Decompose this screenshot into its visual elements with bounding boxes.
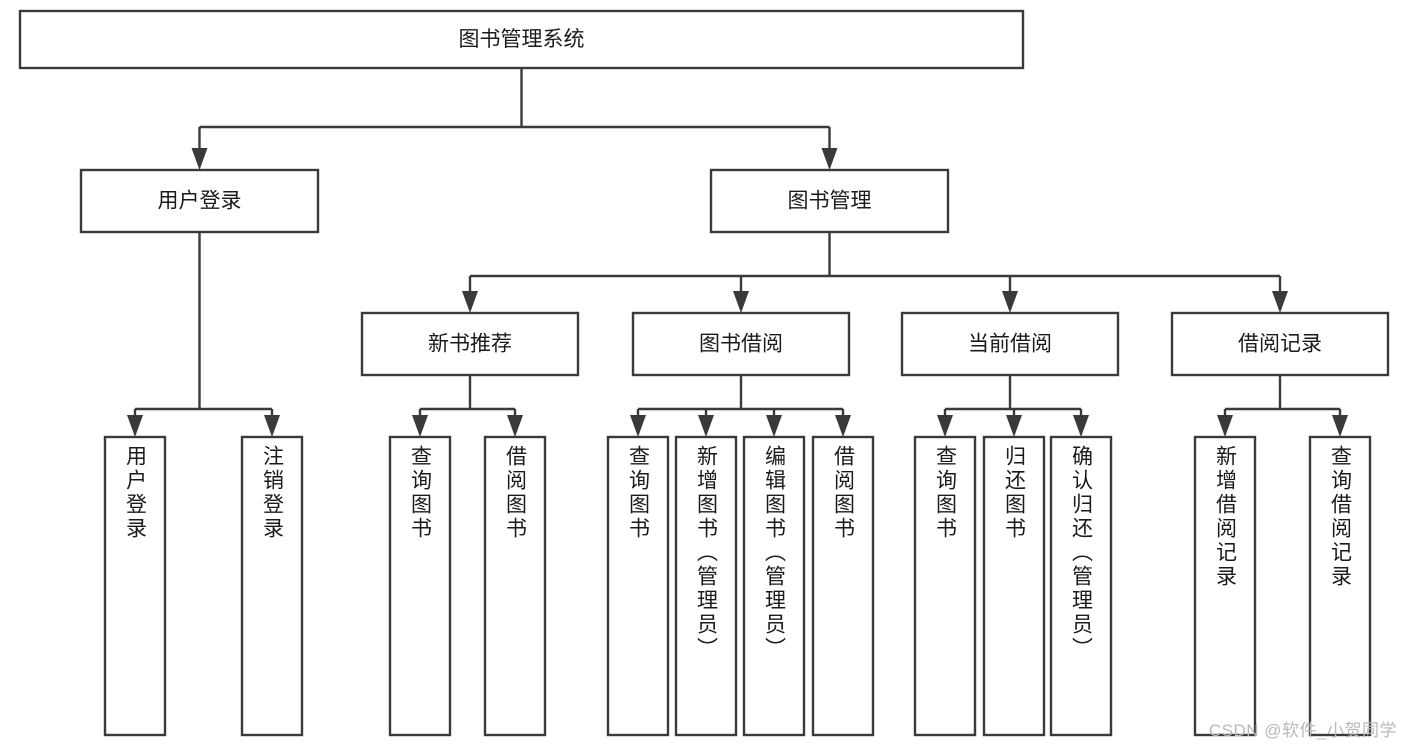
connector-new-book-recommend-arrow-1 bbox=[507, 415, 523, 437]
node-label-user-login: 用户登录 bbox=[158, 190, 242, 213]
node-box-leaf-query-book-recommend[interactable] bbox=[388, 435, 452, 737]
node-label-book-borrow: 图书借阅 bbox=[699, 333, 783, 356]
connector-root-arrow-0 bbox=[191, 148, 208, 170]
connector-book-borrow-arrow-1 bbox=[698, 415, 714, 437]
node-box-leaf-edit-book-admin[interactable] bbox=[742, 435, 806, 737]
connector-current-borrow-arrow-0 bbox=[937, 415, 953, 437]
connector-book-manage-arrow-2 bbox=[1002, 291, 1018, 313]
connector-new-book-recommend-arrow-0 bbox=[412, 415, 428, 437]
connector-current-borrow-arrow-2 bbox=[1073, 415, 1089, 437]
connector-book-borrow-arrow-3 bbox=[835, 415, 851, 437]
node-label-root: 图书管理系统 bbox=[459, 28, 585, 51]
connector-book-manage-arrow-0 bbox=[462, 291, 478, 313]
connector-book-manage-arrow-3 bbox=[1272, 291, 1288, 313]
connector-layer bbox=[127, 68, 1348, 437]
node-box-borrow-record[interactable] bbox=[1170, 311, 1390, 377]
node-box-leaf-query-borrow-record[interactable] bbox=[1308, 435, 1372, 737]
node-box-leaf-add-book-admin[interactable] bbox=[674, 435, 738, 737]
connector-user-login-arrow-1 bbox=[264, 415, 280, 437]
node-box-current-borrow[interactable] bbox=[900, 311, 1120, 377]
node-box-leaf-logout[interactable] bbox=[240, 435, 304, 737]
node-box-layer bbox=[18, 9, 1390, 737]
node-box-new-book-recommend[interactable] bbox=[360, 311, 580, 377]
node-box-leaf-borrow-book-recommend[interactable] bbox=[483, 435, 547, 737]
node-box-root[interactable] bbox=[18, 9, 1025, 70]
node-box-leaf-user-login[interactable] bbox=[103, 435, 167, 737]
node-box-leaf-return-book[interactable] bbox=[982, 435, 1046, 737]
connector-borrow-record-arrow-1 bbox=[1332, 415, 1348, 437]
connector-borrow-record-arrow-0 bbox=[1217, 415, 1233, 437]
node-box-leaf-query-book-current[interactable] bbox=[913, 435, 977, 737]
connector-book-manage-arrow-1 bbox=[733, 291, 749, 313]
connector-root-arrow-1 bbox=[821, 148, 838, 170]
node-box-leaf-borrow-book[interactable] bbox=[811, 435, 875, 737]
connector-book-borrow-arrow-2 bbox=[766, 415, 782, 437]
connector-user-login-arrow-0 bbox=[127, 415, 143, 437]
node-box-leaf-confirm-return-admin[interactable] bbox=[1049, 435, 1113, 737]
node-label-new-book-recommend: 新书推荐 bbox=[428, 333, 512, 356]
node-box-leaf-add-borrow-record[interactable] bbox=[1193, 435, 1257, 737]
node-box-book-borrow[interactable] bbox=[631, 311, 851, 377]
connector-current-borrow-arrow-1 bbox=[1006, 415, 1022, 437]
node-box-leaf-query-book-borrow[interactable] bbox=[606, 435, 670, 737]
node-box-user-login[interactable] bbox=[79, 168, 320, 234]
connector-book-borrow-arrow-0 bbox=[630, 415, 646, 437]
csdn-watermark: CSDN @软件_小贺同学 bbox=[1208, 721, 1397, 740]
node-box-book-manage[interactable] bbox=[709, 168, 950, 234]
node-label-book-manage: 图书管理 bbox=[788, 190, 872, 213]
node-label-current-borrow: 当前借阅 bbox=[968, 333, 1052, 356]
node-label-borrow-record: 借阅记录 bbox=[1238, 333, 1322, 356]
